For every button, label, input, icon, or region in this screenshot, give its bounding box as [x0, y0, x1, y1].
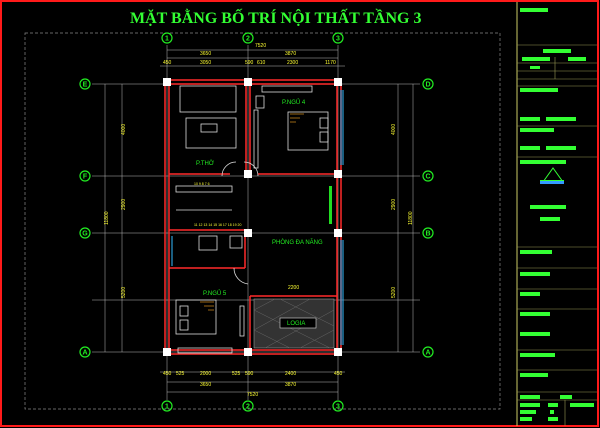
drawing-title: MẶT BẰNG BỐ TRÍ NỘI THẤT TẦNG 3: [130, 7, 421, 27]
dim-bottom: 2000: [200, 371, 211, 377]
dim-top-total: 7520: [255, 43, 266, 49]
axis-3-bottom: 3: [336, 404, 340, 411]
loggia-floor: [253, 298, 335, 349]
dim-loggia: 2200: [288, 285, 299, 291]
dim-right: 4000: [391, 124, 397, 135]
dim-top: 590: [245, 60, 254, 66]
dim-top: 450: [163, 60, 172, 66]
axis-f: F: [83, 174, 88, 181]
room-logia: LOGIA: [287, 321, 305, 327]
dim-top: 610: [257, 60, 266, 66]
axis-c: C: [425, 174, 430, 181]
stair-numbers: 11 12 13 14 15 16 17 18 19 20: [194, 223, 241, 227]
room-phong-da-nang: PHÒNG ĐA NĂNG: [272, 239, 323, 246]
windows: [171, 90, 344, 345]
axis-a-right: A: [425, 350, 430, 357]
axis-3-top: 3: [336, 36, 340, 43]
title-block-lines: [517, 44, 597, 426]
dim-bottom-total: 7520: [247, 392, 258, 398]
dim-bottom-mid: 3870: [285, 382, 296, 388]
dim-top: 1170: [325, 60, 336, 66]
dim-top-mid: 3870: [285, 51, 296, 57]
bed-hatch: [200, 113, 304, 311]
dim-bottom: 2400: [285, 371, 296, 377]
axis-1-bottom: 1: [165, 404, 169, 411]
dim-bottom-mid: 3650: [200, 382, 211, 388]
loggia-hatch: [253, 298, 335, 349]
dim-left: 4000: [121, 124, 127, 135]
dim-right: 5200: [391, 287, 397, 298]
logo-bar: [540, 181, 564, 184]
dim-right-total: 11800: [408, 211, 414, 225]
dim-left: 2900: [121, 199, 127, 210]
room-p-tho: P.THỜ: [196, 160, 214, 167]
dim-bottom: 450: [163, 371, 172, 377]
axis-g: G: [82, 231, 88, 238]
dim-left: 5200: [121, 287, 127, 298]
axis-bubbles: [79, 32, 434, 412]
axis-a-left: A: [82, 350, 87, 357]
axis-1-top: 1: [165, 36, 169, 43]
dim-right: 2900: [391, 199, 397, 210]
dim-top: 2300: [287, 60, 298, 66]
axis-d: D: [425, 82, 430, 89]
axis-e: E: [83, 82, 88, 89]
dim-left-total: 11800: [104, 211, 110, 225]
title-block: [520, 8, 594, 421]
drawing-limit: [24, 32, 501, 410]
axis-2-bottom: 2: [246, 404, 250, 411]
stair-numbers-top: 10 9 8 7 6: [194, 182, 210, 186]
room-p-ngu-4: P.NGỦ 4: [282, 99, 306, 106]
dim-top: 3050: [200, 60, 211, 66]
room-p-ngu-5: P.NGỦ 5: [203, 290, 227, 297]
dim-bottom: 450: [334, 371, 343, 377]
axis-2-top: 2: [246, 36, 250, 43]
walls: [164, 79, 342, 355]
dim-bottom: 590: [245, 371, 254, 377]
dim-top-mid: 3650: [200, 51, 211, 57]
loggia-label-box: [279, 317, 317, 329]
dim-bottom: 525: [176, 371, 185, 377]
green-wall-panel: [329, 186, 332, 224]
dim-bottom: 525: [232, 371, 241, 377]
furniture: [175, 85, 329, 354]
axis-b: B: [425, 231, 430, 238]
columns: [163, 78, 342, 356]
